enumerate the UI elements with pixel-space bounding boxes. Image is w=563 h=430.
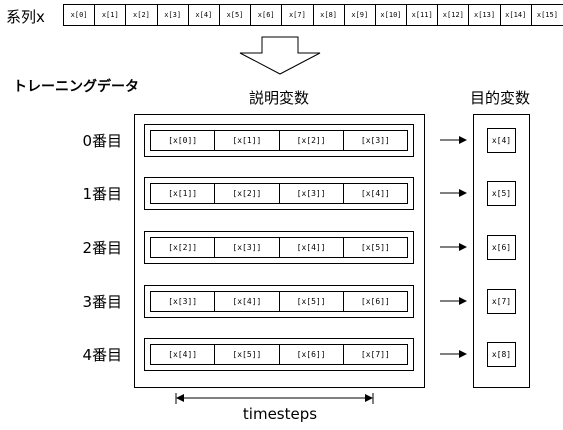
sample-cell: [x[0]] [151, 131, 216, 150]
sample-cell: [x[1]] [151, 184, 216, 203]
timesteps-label: timesteps [242, 405, 318, 423]
series-cell: x[5] [220, 5, 252, 25]
sample-cell: [x[6]] [280, 345, 344, 364]
series-cell: x[15] [536, 11, 558, 19]
target-header: 目的変数 [469, 89, 530, 107]
down-arrow-icon [239, 36, 321, 75]
series-cell: x[4] [189, 5, 220, 25]
sample-cell: [x[5]] [280, 292, 344, 311]
sample-row-inner: [x[3]][x[4]][x[5]] [x[6]] [150, 291, 408, 312]
sample-cell: [x[4]] [280, 238, 344, 257]
series-cell: x[0] [64, 5, 96, 25]
series-cell: x[14] [501, 5, 532, 25]
sample-cell: [x[3]] [151, 292, 216, 311]
row-label: 1番目 [82, 185, 122, 203]
sample-row-inner: [x[4]][x[5]][x[6]] [x[7]] [150, 344, 408, 365]
series-cell: x[6] [251, 5, 283, 25]
series-cell: x[3] [158, 5, 189, 25]
sample-row: [x[1]][x[2]][x[3]] [x[4]] [144, 177, 414, 210]
sample-row: [x[3]][x[4]][x[5]] [x[6]] [144, 285, 414, 318]
sample-cell: [x[4]] [215, 292, 280, 311]
series-cell: x[7] [282, 5, 314, 25]
sample-cell: [x[4]] [151, 345, 216, 364]
sample-cell: [x[7]] [360, 350, 390, 359]
series-cell: x[10] [376, 5, 408, 25]
row-label: 2番目 [82, 239, 122, 257]
sample-row-inner: [x[2]][x[3]][x[4]] [x[5]] [150, 237, 408, 258]
sample-cell: [x[6]] [360, 297, 390, 306]
sample-cell: [x[3]] [280, 184, 344, 203]
sample-cell: [x[5]] [360, 243, 390, 252]
target-cell: x[4] [487, 128, 516, 153]
sample-cell: [x[5]] [215, 345, 280, 364]
row-label: 0番目 [82, 132, 122, 150]
sample-cell: [x[3]] [215, 238, 280, 257]
explanatory-header: 説明変数 [248, 89, 309, 107]
series-cell: x[2] [126, 5, 158, 25]
row-label: 4番目 [82, 346, 122, 364]
sample-row: [x[2]][x[3]][x[4]] [x[5]] [144, 231, 414, 264]
series-label: 系列x [6, 8, 45, 26]
series-cell: x[12] [438, 5, 470, 25]
target-cell: x[5] [487, 181, 516, 206]
series-strip: x[0]x[1]x[2]x[3]x[4]x[5]x[6]x[7]x[8]x[9]… [63, 4, 563, 26]
explanatory-box [134, 114, 425, 388]
sample-row-inner: [x[0]][x[1]][x[2]] [x[3]] [150, 130, 408, 151]
sample-row: [x[0]][x[1]][x[2]] [x[3]] [144, 124, 414, 157]
sample-cell: [x[1]] [215, 131, 280, 150]
row-label: 3番目 [82, 293, 122, 311]
sample-cell: [x[4]] [360, 189, 390, 198]
target-cell: x[8] [487, 342, 516, 367]
sample-cell: [x[2]] [151, 238, 216, 257]
target-box [473, 114, 530, 388]
sample-row: [x[4]][x[5]][x[6]] [x[7]] [144, 338, 414, 371]
sample-cell: [x[3]] [360, 136, 390, 145]
series-cell: x[9] [345, 5, 376, 25]
timesteps-span [175, 393, 374, 404]
target-cell: x[6] [487, 235, 516, 260]
series-cell: x[8] [314, 5, 345, 25]
sample-row-inner: [x[1]][x[2]][x[3]] [x[4]] [150, 183, 408, 204]
target-cell: x[7] [487, 289, 516, 314]
series-cell: x[13] [469, 5, 501, 25]
series-cell: x[1] [95, 5, 127, 25]
sample-cell: [x[2]] [215, 184, 280, 203]
training-data-title: トレーニングデータ [13, 79, 139, 95]
series-cell: x[11] [407, 5, 439, 25]
sample-cell: [x[2]] [280, 131, 344, 150]
